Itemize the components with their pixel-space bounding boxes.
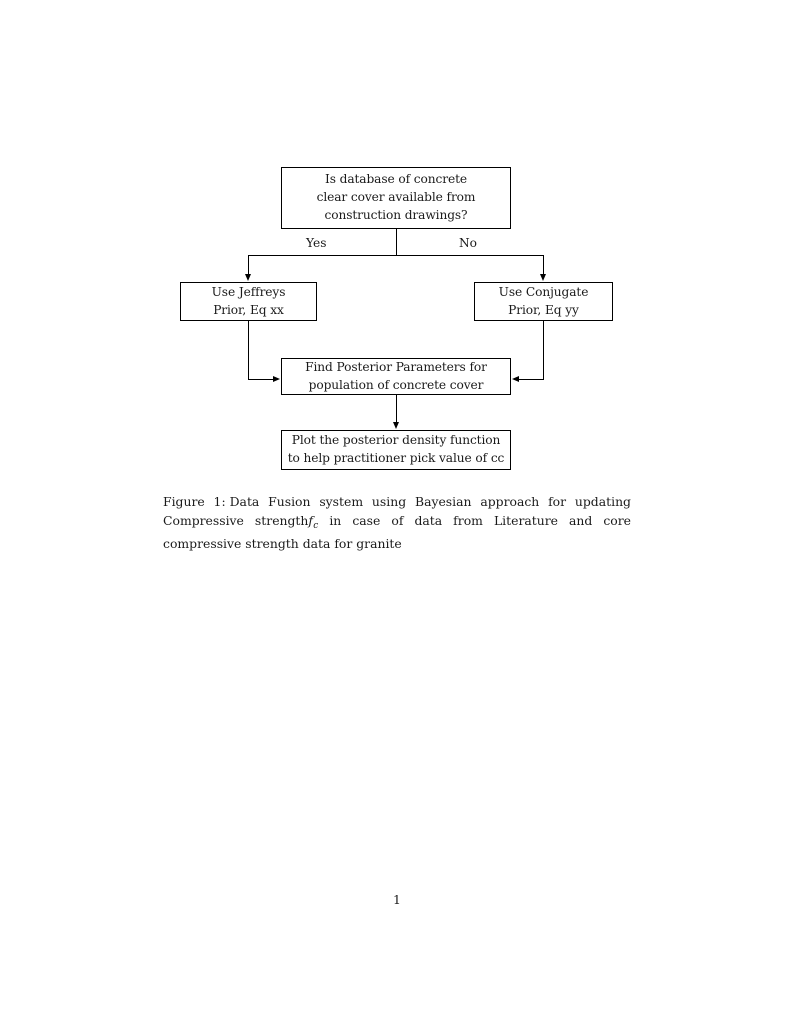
edge-no-arrowhead-icon [539, 274, 546, 281]
edge-conjugate-drop [543, 321, 544, 379]
edge-jeffreys-run [248, 379, 274, 380]
figure-caption-text-after: in case of data from Literature and core… [163, 513, 631, 551]
edge-label-yes: Yes [306, 236, 327, 250]
flow-node-plot-line-2: to help practitioner pick value of cc [287, 451, 505, 465]
edge-jeffreys-drop [248, 321, 249, 379]
edge-posterior-to-plot-line [396, 395, 397, 423]
flow-node-jeffreys-prior: Use Jeffreys Prior, Eq xx [180, 282, 317, 321]
flow-node-conjugate-line-2: Prior, Eq yy [508, 302, 579, 317]
flow-node-decision-line-3: construction drawings? [324, 207, 468, 222]
flow-node-find-posterior: Find Posterior Parameters for population… [281, 358, 511, 395]
edge-label-no: No [459, 236, 478, 250]
flow-node-jeffreys-line-2: Prior, Eq xx [213, 302, 284, 317]
flow-node-conjugate-line-1: Use Conjugate [498, 284, 589, 299]
edge-yes-drop [248, 255, 249, 275]
edge-no-drop [543, 255, 544, 275]
flow-node-plot-posterior: Plot the posterior density function to h… [281, 430, 511, 470]
flow-node-posterior-line-2: population of concrete cover [308, 377, 484, 392]
edge-decision-split-bar [248, 255, 544, 256]
edge-jeffreys-arrowhead-icon [273, 375, 280, 382]
edge-yes-arrowhead-icon [244, 274, 251, 281]
edge-decision-stem [396, 229, 397, 256]
edge-posterior-to-plot-arrowhead-icon [392, 422, 399, 429]
edge-conjugate-arrowhead-icon [512, 375, 519, 382]
flow-node-plot-line-1: Plot the posterior density function [291, 433, 501, 448]
figure-caption-text-before: Data Fusion system using Bayesian approa… [163, 494, 631, 529]
figure-caption-label: Figure 1: [163, 494, 226, 509]
flow-node-decision-line-2: clear cover available from [316, 190, 476, 205]
flow-node-jeffreys-line-1: Use Jeffreys [211, 284, 286, 299]
flow-node-decision: Is database of concrete clear cover avai… [281, 167, 511, 229]
page-number: 1 [393, 892, 401, 907]
flowchart-diagram: Is database of concrete clear cover avai… [0, 0, 794, 490]
figure-caption-math-symbol: f [308, 513, 313, 529]
figure-caption-math-subscript: c [313, 520, 319, 531]
edge-conjugate-run [519, 379, 544, 380]
figure-caption: Figure 1:Data Fusion system using Bayesi… [163, 492, 631, 553]
flow-node-posterior-line-1: Find Posterior Parameters for [305, 359, 487, 374]
flow-node-decision-line-1: Is database of concrete [325, 172, 467, 187]
flow-node-conjugate-prior: Use Conjugate Prior, Eq yy [474, 282, 613, 321]
